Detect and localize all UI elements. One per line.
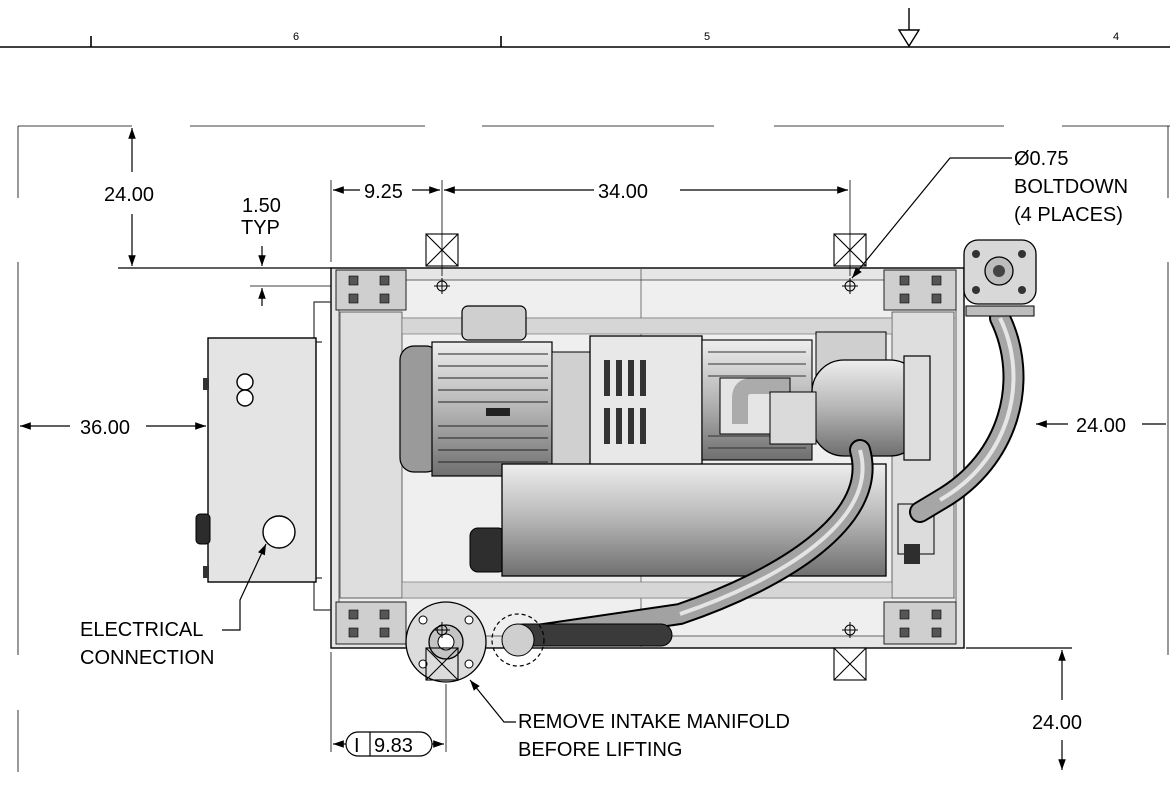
filter-canister [769, 355, 931, 461]
dim-manifold-offset: I 9.83 [330, 652, 447, 757]
zone-number-4: 4 [1113, 31, 1119, 43]
dim-right-clearance-value: 24.00 [1076, 415, 1126, 437]
dim-typ-offset: 1.50 TYP [241, 195, 331, 306]
dim-typ-offset-value: 1.50 [242, 195, 281, 217]
dim-top-clearance-value: 24.00 [104, 184, 154, 206]
note-electrical-line-1: ELECTRICAL [80, 619, 203, 641]
note-boltdown: Ø0.75 BOLTDOWN (4 PLACES) [851, 148, 1128, 279]
boltdown-hole-icon [842, 278, 858, 294]
boltdown-hole-icon [434, 622, 450, 638]
indicator-light-icon [236, 389, 254, 407]
dim-manifold-offset-symbol: I [354, 735, 360, 757]
disconnect-handle-icon [195, 513, 211, 545]
dim-right-clearance: 24.00 [1036, 415, 1166, 437]
intake-manifold [405, 601, 545, 683]
dim-top-clearance: 24.00 [104, 128, 331, 269]
dim-left-clearance: 36.00 [19, 417, 206, 439]
dim-hole-spacing: 9.25 34.00 [330, 180, 851, 276]
note-electrical-line-2: CONNECTION [80, 647, 214, 669]
note-boltdown-line-2: BOLTDOWN [1014, 176, 1128, 198]
zone-number-5: 5 [704, 31, 710, 43]
dim-hole-offset-value: 9.25 [364, 181, 403, 203]
note-boltdown-line-1: Ø0.75 [1014, 148, 1068, 170]
indicator-light-icon [236, 373, 254, 391]
conduit-entry-icon [262, 515, 296, 549]
zone-number-6: 6 [293, 31, 299, 43]
dim-left-clearance-value: 36.00 [80, 417, 130, 439]
intake-hose [511, 439, 874, 647]
boltdown-holes [434, 278, 858, 638]
electrical-box [195, 337, 322, 583]
note-manifold-line-1: REMOVE INTAKE MANIFOLD [518, 711, 790, 733]
exhaust-hose [909, 307, 1025, 523]
note-electrical: ELECTRICAL CONNECTION [80, 543, 267, 669]
dim-typ-offset-suffix: TYP [241, 217, 280, 239]
drawing-border: 6 5 4 [0, 8, 1170, 48]
vacuum-pump [589, 331, 887, 477]
lift-point-bottom-right [833, 647, 867, 681]
motor [399, 305, 593, 477]
note-manifold: REMOVE INTAKE MANIFOLD BEFORE LIFTING [469, 679, 790, 761]
boltdown-hole-icon [842, 622, 858, 638]
note-boltdown-line-3: (4 PLACES) [1014, 204, 1123, 226]
inspection-dimension-frame [345, 731, 433, 757]
dim-bottom-clearance: 24.00 [966, 647, 1082, 770]
dim-manifold-offset-value: 9.83 [374, 735, 413, 757]
clearance-boundary [17, 125, 1170, 772]
centering-arrow-icon [897, 8, 921, 48]
dim-bottom-clearance-value: 24.00 [1032, 712, 1082, 734]
exhaust-flange [963, 239, 1037, 317]
separator-tank [469, 463, 935, 577]
motor-terminal-box [461, 305, 527, 341]
dim-hole-spacing-value: 34.00 [598, 181, 648, 203]
note-manifold-line-2: BEFORE LIFTING [518, 739, 682, 761]
lift-point-bottom-left [425, 647, 459, 681]
boltdown-hole-icon [434, 278, 450, 294]
